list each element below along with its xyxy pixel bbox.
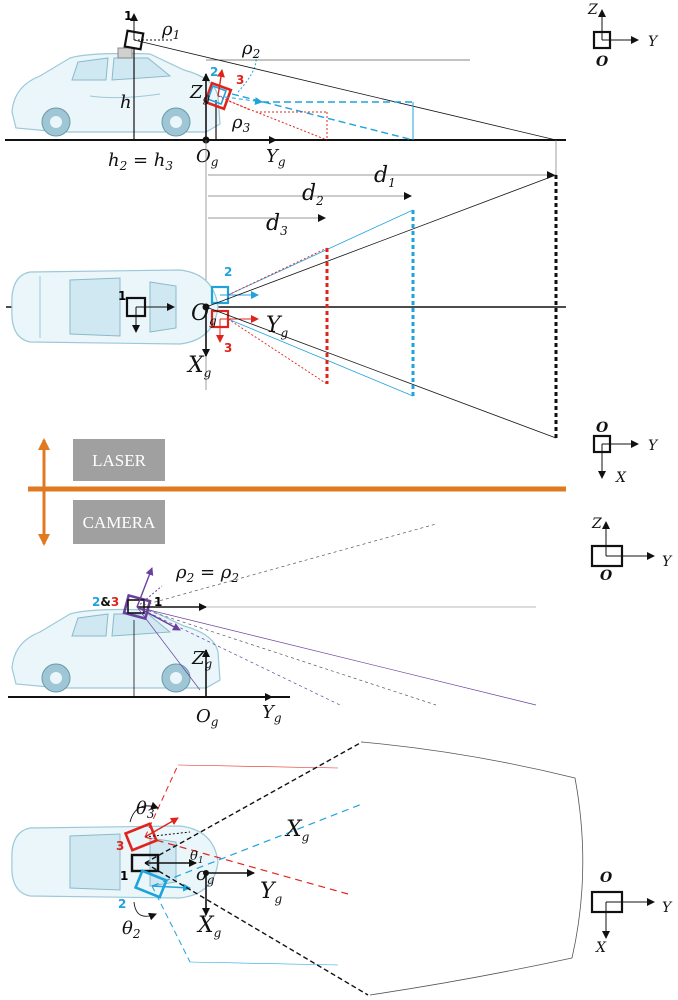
svg-text:Z: Z bbox=[587, 2, 598, 18]
rho2-label: ρ2 bbox=[241, 38, 260, 61]
svg-text:O: O bbox=[600, 870, 613, 886]
frame-legend-side-2: Z Y O bbox=[590, 516, 673, 584]
rho1-label: ρ1 bbox=[161, 19, 180, 42]
svg-text:X: X bbox=[615, 470, 627, 486]
field-of-view-boundary bbox=[361, 741, 584, 996]
frame-legend-side-1: Z Y O bbox=[587, 2, 659, 70]
sensor-1-top-label: 1 bbox=[118, 289, 126, 303]
camera-2-label: 2 bbox=[118, 897, 126, 911]
xg-top-label: Xg bbox=[186, 353, 212, 380]
sensor-3-box bbox=[203, 81, 233, 111]
camera-label: CAMERA bbox=[83, 513, 156, 532]
theta3-arc bbox=[129, 801, 159, 823]
yg-camera-label: Yg bbox=[262, 702, 282, 725]
og-camera-label: Og bbox=[196, 706, 219, 729]
frame-legend-top-2: O Y X bbox=[590, 870, 673, 956]
d2-label: d2 bbox=[302, 181, 324, 208]
rho2-arc bbox=[237, 55, 257, 93]
beam-2 bbox=[231, 93, 414, 141]
camera-1-label: 1 bbox=[120, 869, 128, 883]
xg-camera-top-label: Xg bbox=[196, 913, 222, 940]
car-top-icon bbox=[11, 269, 219, 345]
sensor-2-axis bbox=[217, 95, 263, 106]
theta3-label: θ3 bbox=[136, 798, 155, 821]
camera-2-box bbox=[133, 869, 169, 899]
og-top-label: Og bbox=[191, 301, 217, 328]
d3-label: d3 bbox=[266, 211, 288, 238]
sensors-23-label: 2&3 bbox=[92, 595, 119, 609]
rho3-label: ρ3 bbox=[231, 112, 251, 135]
sensor-3-up-axis bbox=[216, 69, 225, 97]
laser-panel bbox=[73, 439, 165, 481]
camera-3-label: 3 bbox=[116, 839, 124, 853]
car-side-icon bbox=[11, 52, 221, 137]
yg-top-label: Yg bbox=[266, 313, 289, 340]
height-h23-label: h2 = h3 bbox=[108, 150, 173, 173]
sensor-1-label: 1 bbox=[124, 9, 132, 23]
svg-text:O: O bbox=[596, 54, 609, 70]
car-side-camera-icon bbox=[11, 608, 221, 693]
svg-text:O: O bbox=[596, 420, 609, 436]
theta1-label: θ1 bbox=[190, 849, 204, 866]
sensor-3-label: 3 bbox=[236, 73, 244, 87]
theta2-arc bbox=[133, 901, 157, 921]
svg-text:Z: Z bbox=[591, 516, 602, 532]
frame-legend-top-1: O Y X bbox=[592, 420, 659, 486]
svg-text:Y: Y bbox=[648, 34, 659, 50]
camera-panel bbox=[73, 500, 165, 544]
yg-label: Yg bbox=[266, 146, 286, 169]
beam-1 bbox=[133, 39, 557, 141]
panel-laser-top-view: 1 2 3 Og Yg Xg bbox=[6, 174, 566, 439]
og-camera-top-label: og bbox=[196, 864, 215, 887]
rho-equal-label: ρ2 = ρ2 bbox=[175, 562, 239, 585]
panel-camera-side-view: 2&3 1 ρ2 = ρ2 Zg Og Yg bbox=[8, 523, 537, 729]
svg-text:Y: Y bbox=[662, 900, 673, 916]
svg-text:Y: Y bbox=[648, 438, 659, 454]
sensor-1-box bbox=[123, 29, 145, 51]
height-h-label: h bbox=[120, 92, 132, 113]
svg-text:X: X bbox=[595, 940, 607, 956]
og-label: Og bbox=[196, 146, 219, 169]
sensor-2-label: 2 bbox=[210, 65, 218, 79]
d1-label: d1 bbox=[374, 163, 396, 190]
theta2-label: θ2 bbox=[122, 918, 140, 941]
xg-far-label: Xg bbox=[284, 817, 310, 844]
sensor-2-top-label: 2 bbox=[224, 265, 232, 279]
yg-camera-top-label: Yg bbox=[260, 879, 283, 906]
sensor-1-camera-label: 1 bbox=[154, 595, 162, 609]
zg-label: Zg bbox=[189, 82, 211, 105]
laser-label: LASER bbox=[92, 451, 147, 470]
zg-camera-label: Zg bbox=[191, 648, 213, 671]
svg-text:O: O bbox=[600, 568, 613, 584]
panel-laser-side-view: 1 ρ1 h h2 = h3 2 3 ρ2 ρ3 Zg Og Yg bbox=[5, 9, 566, 390]
svg-text:Y: Y bbox=[662, 554, 673, 570]
sensor-divider: LASER CAMERA bbox=[28, 438, 566, 546]
sensor-3-top-label: 3 bbox=[224, 341, 232, 355]
panel-camera-top-view: 3 1 2 θ3 θ2 θ1 Xg og Yg Xg bbox=[11, 741, 584, 996]
